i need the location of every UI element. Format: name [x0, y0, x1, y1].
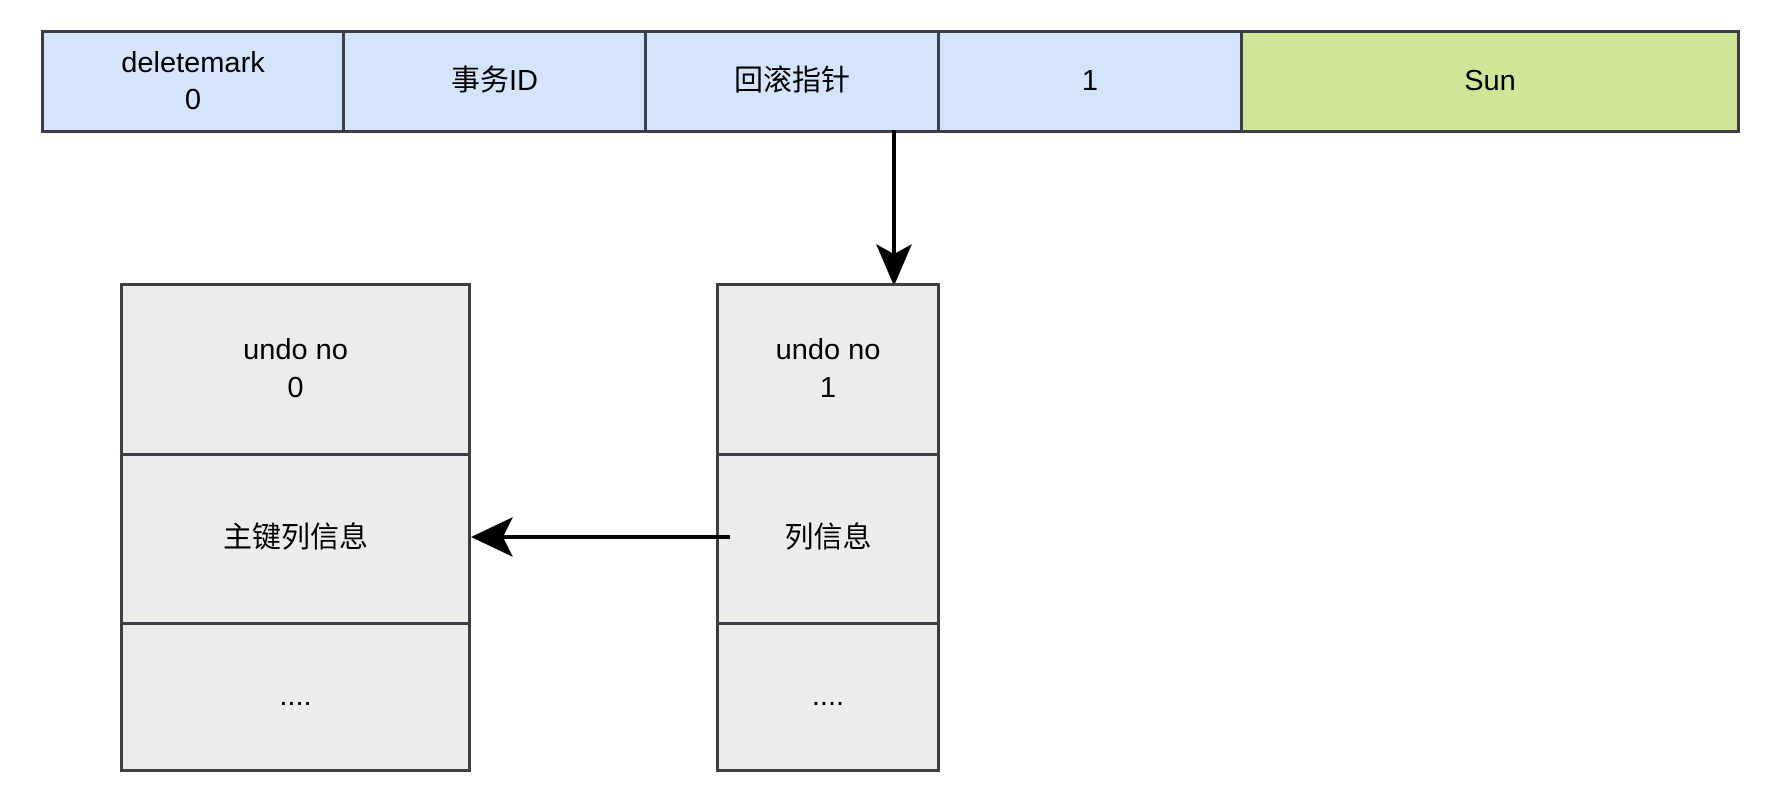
undo-cell-ellipsis: .... [123, 625, 468, 769]
arrow-rollback-pointer-icon [876, 130, 912, 286]
undo-cell-ellipsis: .... [719, 625, 937, 769]
record-row: deletemark 0 事务ID 回滚指针 1 Sun [41, 30, 1740, 133]
record-cell-transaction-id: 事务ID [345, 33, 647, 130]
record-cell-rollback-pointer: 回滚指针 [647, 33, 940, 130]
undo-log-box-0: undo no 0 主键列信息 .... [120, 283, 471, 772]
arrow-undo-chain-icon [471, 517, 730, 557]
record-cell-value-sun: Sun [1243, 33, 1737, 130]
undo-cell-undo-no: undo no 0 [123, 286, 468, 456]
record-cell-deletemark: deletemark 0 [44, 33, 345, 130]
record-cell-value-1: 1 [940, 33, 1243, 130]
undo-cell-column-info: 列信息 [719, 456, 937, 625]
undo-cell-primary-key-info: 主键列信息 [123, 456, 468, 625]
undo-cell-undo-no: undo no 1 [719, 286, 937, 456]
undo-log-box-1: undo no 1 列信息 .... [716, 283, 940, 772]
